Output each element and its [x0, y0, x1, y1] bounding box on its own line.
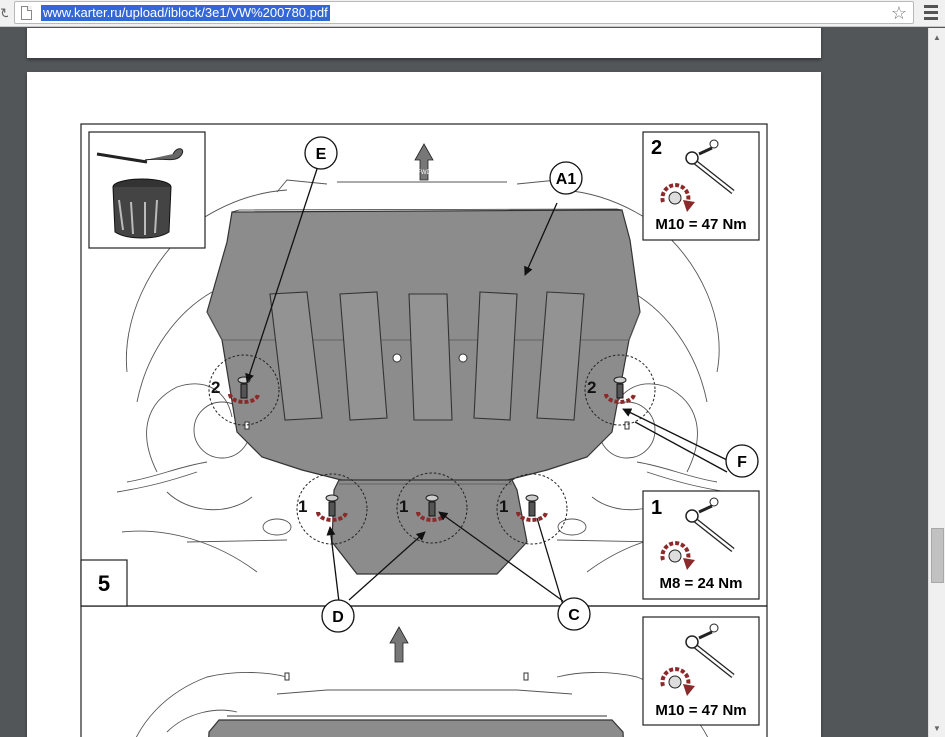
rotation-arrow-icon — [660, 541, 695, 570]
svg-text:F: F — [737, 454, 747, 471]
address-bar[interactable]: www.karter.ru/upload/iblock/3e1/VW%20078… — [14, 1, 914, 24]
callout-a1: A1 — [549, 161, 583, 195]
pdf-viewer[interactable]: FWD — [0, 28, 928, 737]
next-figure-partial: M10 = 47 Nm — [136, 616, 760, 737]
rotation-arrow-icon — [660, 667, 695, 696]
torque-box-bottom: M10 = 47 Nm — [642, 616, 760, 726]
fwd-label: FWD — [417, 170, 431, 176]
page-icon — [21, 6, 32, 20]
browser-toolbar: ↻ www.karter.ru/upload/iblock/3e1/VW%200… — [0, 0, 945, 27]
torque-box-number: 2 — [651, 137, 662, 159]
callout-f: F — [725, 444, 759, 478]
marker-bottom-mid: 1 — [399, 497, 408, 516]
scrollbar-thumb[interactable] — [931, 528, 944, 583]
pdf-page-current: FWD — [27, 72, 821, 737]
callout-leaders — [245, 168, 728, 606]
step-number: 5 — [98, 571, 110, 596]
skid-plate-a1 — [206, 208, 641, 575]
forward-arrow-icon: FWD — [414, 143, 434, 181]
rotation-arrow-icon — [660, 183, 695, 212]
torque-spec: M10 = 47 Nm — [655, 702, 746, 719]
marker-bottom-right: 1 — [499, 497, 508, 516]
marker-left-bolt: 2 — [211, 378, 220, 397]
scroll-up-arrow-icon[interactable]: ▲ — [933, 33, 941, 42]
svg-text:E: E — [316, 146, 327, 163]
svg-text:A1: A1 — [556, 171, 577, 188]
grease-inset — [88, 131, 206, 249]
callout-d: D — [321, 599, 355, 633]
menu-icon[interactable] — [920, 2, 942, 24]
pdf-page-previous — [27, 28, 821, 58]
svg-text:D: D — [332, 609, 344, 626]
torque-box-middle: 1 M8 = 24 Nm — [642, 490, 760, 600]
marker-right-bolt: 2 — [587, 378, 596, 397]
wrench-icon — [685, 139, 735, 194]
wrench-icon — [685, 623, 735, 678]
svg-text:C: C — [568, 607, 580, 624]
torque-box-top: 2 M10 = 47 Nm — [642, 131, 760, 241]
scroll-down-arrow-icon[interactable]: ▼ — [933, 724, 941, 733]
torque-spec: M8 = 24 Nm — [660, 575, 743, 592]
callout-bubbles: A1 E F D C — [304, 136, 759, 633]
torque-box-number: 1 — [651, 497, 662, 519]
wrench-icon — [685, 497, 735, 552]
installation-diagram: FWD — [80, 123, 768, 737]
torque-spec: M10 = 47 Nm — [655, 216, 746, 233]
vertical-scrollbar[interactable]: ▲ ▼ — [928, 28, 945, 737]
bookmark-star-icon[interactable]: ☆ — [890, 3, 907, 23]
marker-bottom-left: 1 — [298, 497, 307, 516]
step-number-box: 5 — [80, 559, 128, 607]
bolt-markers: 2 2 1 1 1 — [211, 378, 596, 516]
reload-icon[interactable]: ↻ — [0, 5, 8, 21]
url-text[interactable]: www.karter.ru/upload/iblock/3e1/VW%20078… — [41, 5, 330, 21]
callout-e: E — [304, 136, 338, 170]
callout-c: C — [557, 597, 591, 631]
forward-arrow-icon — [389, 626, 409, 663]
